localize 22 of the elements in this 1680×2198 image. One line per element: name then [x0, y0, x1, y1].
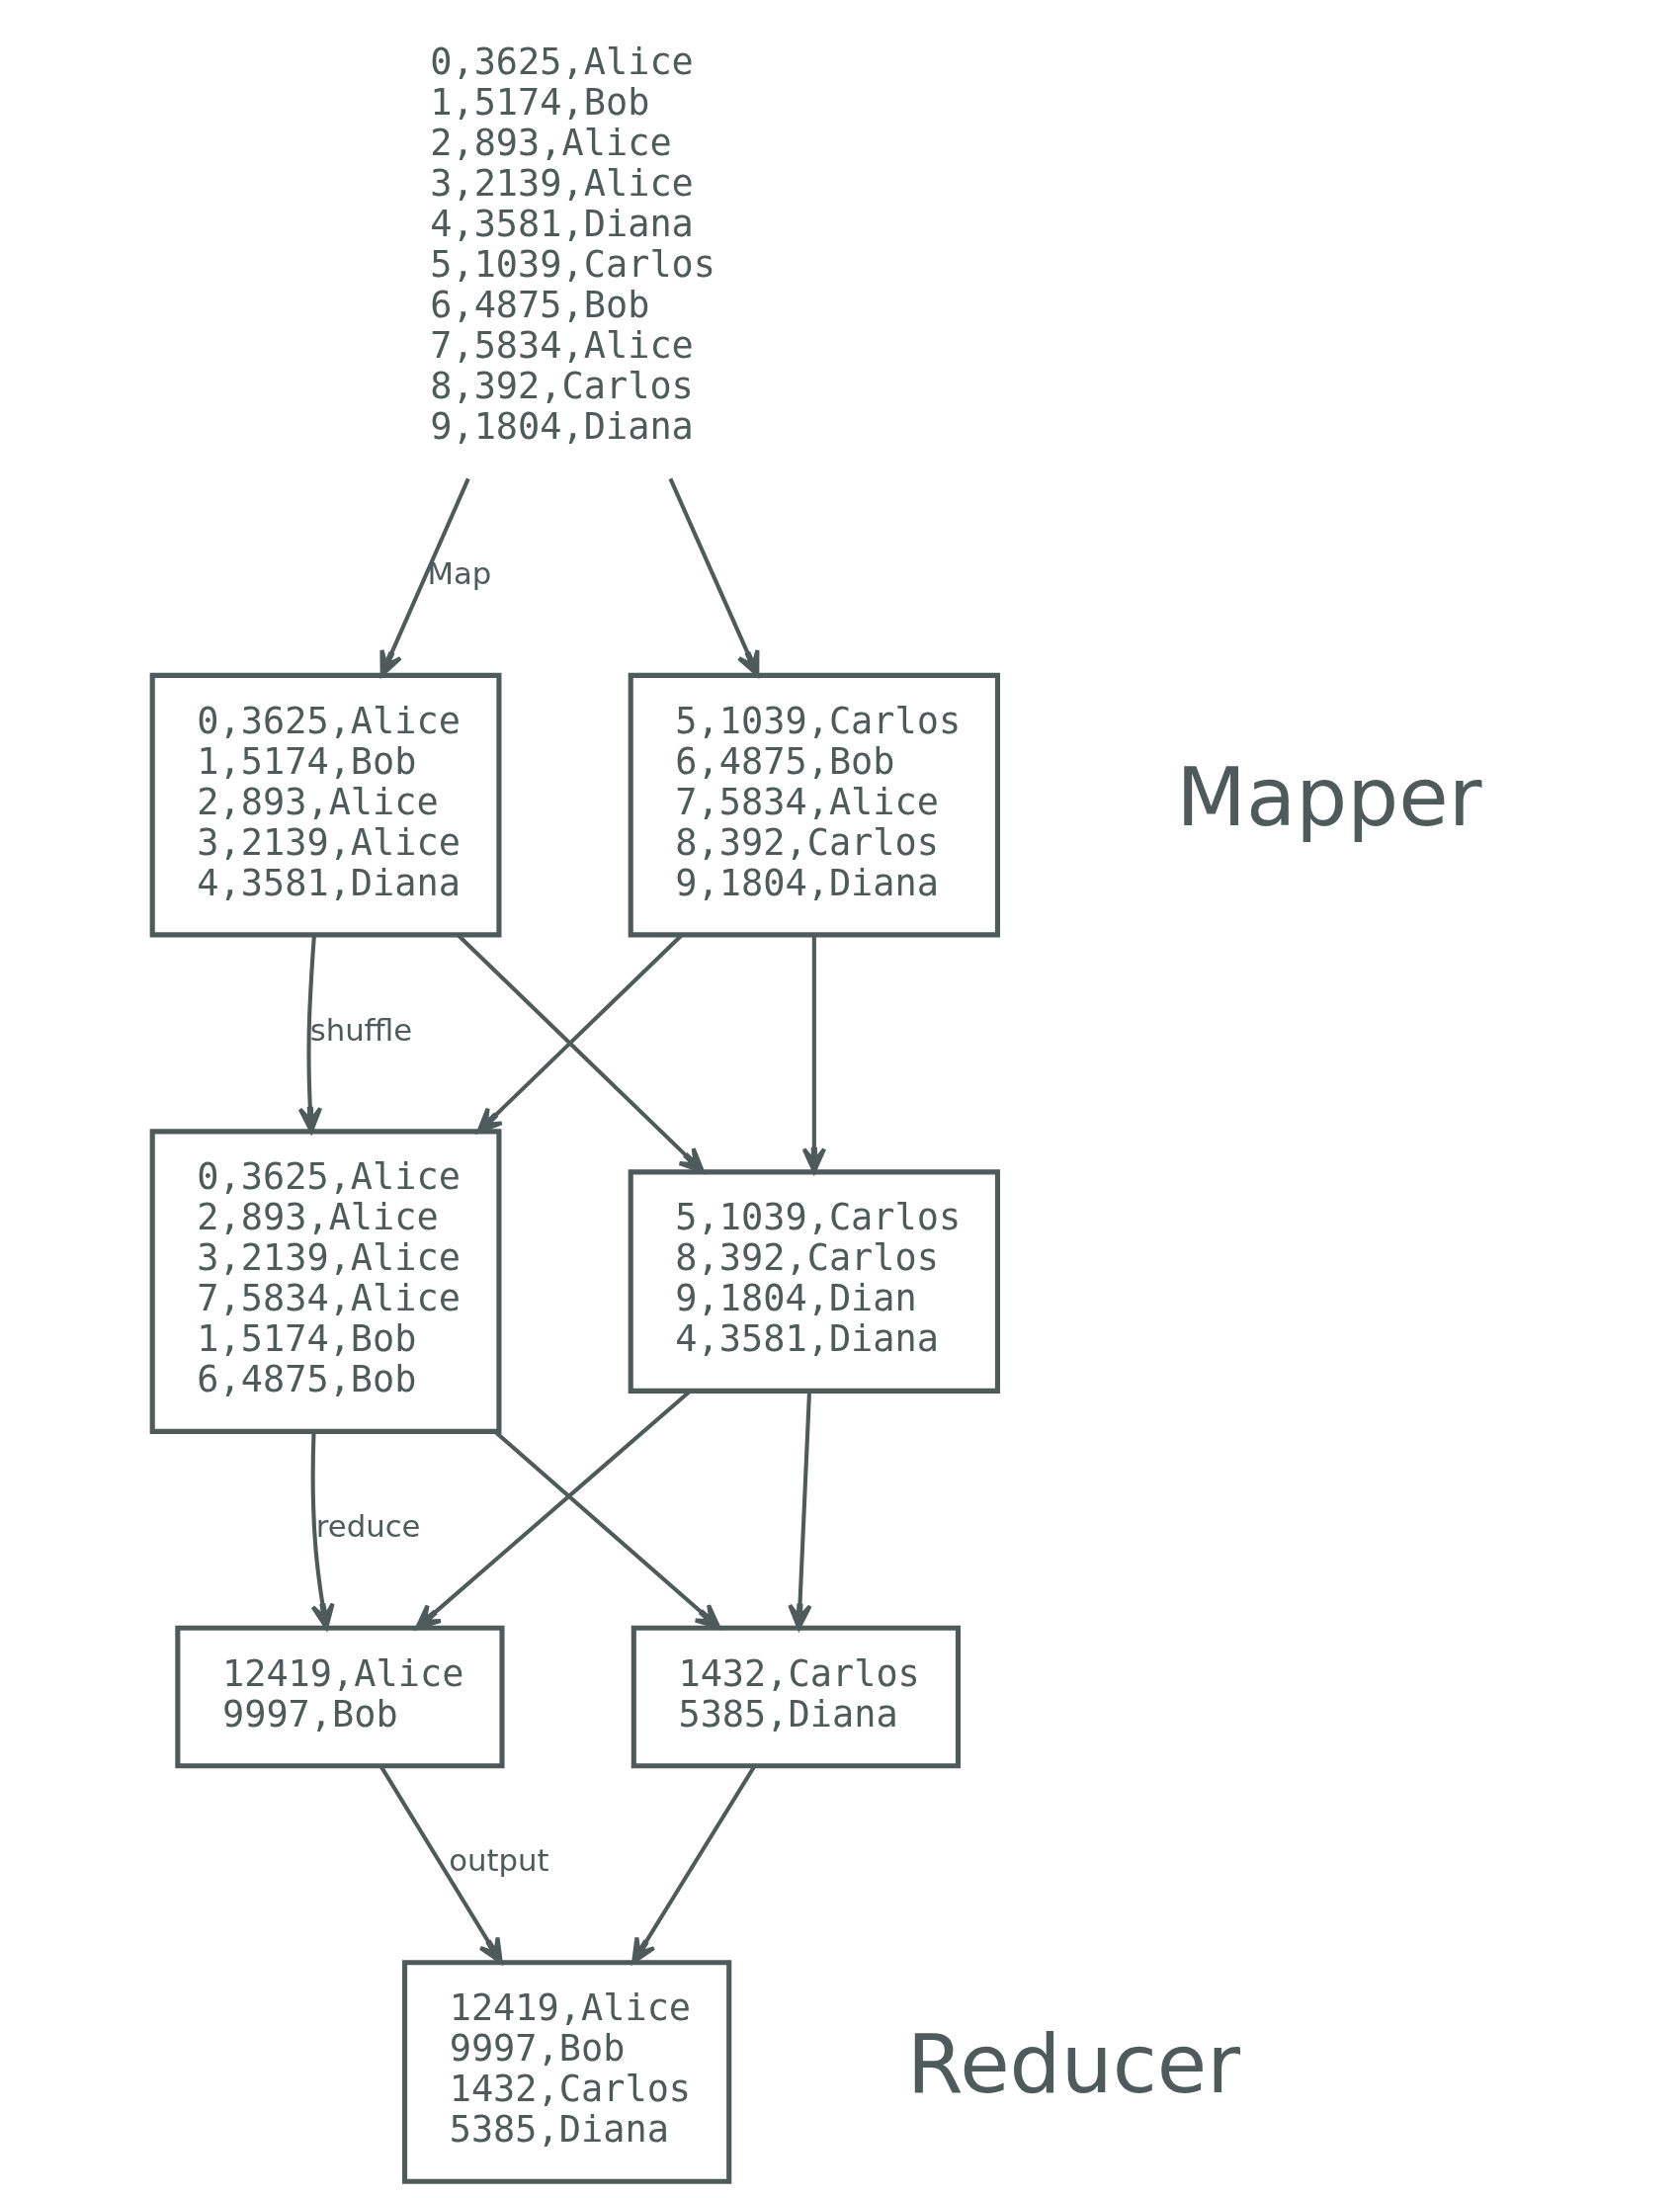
arrow	[668, 477, 760, 677]
edge-label: shuffle	[309, 1011, 413, 1048]
node-box: 0,3625,Alice 2,893,Alice 3,2139,Alice 7,5834,Alice 1,5174,Bob 6,4875,Bob	[149, 1129, 502, 1434]
arrow	[801, 934, 827, 1174]
arrow	[631, 1765, 757, 1965]
arrow	[297, 935, 323, 1134]
edge-label: output	[449, 1842, 549, 1879]
label: Mapper	[1176, 750, 1482, 845]
node-box: 12419,Alice 9997,Bob 1432,Carlos 5385,Diana	[402, 1960, 732, 2184]
arrow	[379, 477, 470, 677]
arrow	[378, 1765, 503, 1965]
node-text: 0,3625,Alice 1,5174,Bob 2,893,Alice 3,2139,Alice 4,3581,Diana 5,1039,Carlos 6,4875,Bob 7,5834,Alice 8,392,Carlos 9,1804,Diana	[430, 41, 716, 449]
node-box: 12419,Alice 9997,Bob	[175, 1625, 505, 1769]
node-box: 0,3625,Alice 1,5174,Bob 2,893,Alice 3,2139,Alice 4,3581,Diana	[149, 672, 502, 938]
edge-label: Map	[427, 555, 492, 592]
node-box: 1432,Carlos 5385,Diana	[630, 1625, 962, 1769]
node-box: 5,1039,Carlos 6,4875,Bob 7,5834,Alice 8,392,Carlos 9,1804,Diana	[628, 672, 1001, 938]
label: Reducer	[906, 2016, 1240, 2111]
arrow	[788, 1391, 812, 1631]
arrow	[310, 1431, 335, 1630]
node-box: 5,1039,Carlos 8,392,Carlos 9,1804,Dian 4,3581,Diana	[628, 1169, 1001, 1394]
edge-label: reduce	[315, 1508, 421, 1545]
